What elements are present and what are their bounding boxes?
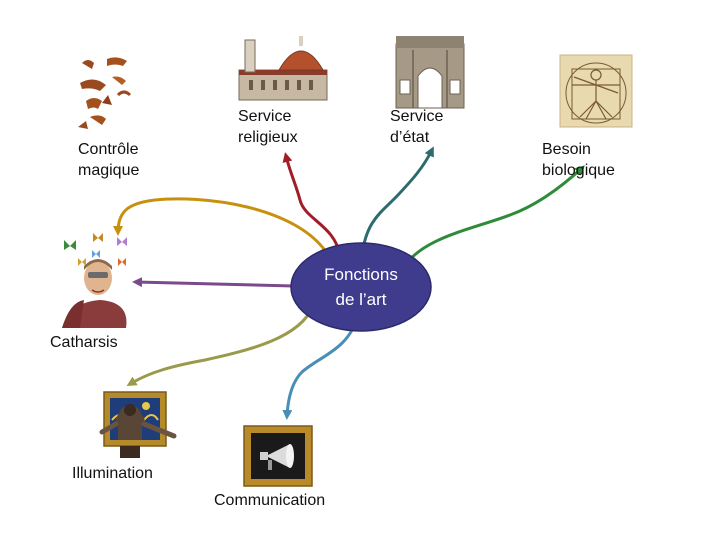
center-label-line1: Fonctions bbox=[324, 265, 398, 284]
label-communication: Communication bbox=[214, 492, 326, 509]
man-with-butterflies-icon bbox=[62, 233, 127, 328]
label-service-etat: Service d’état bbox=[390, 108, 444, 146]
connector-illumination bbox=[126, 305, 315, 387]
connector-communication bbox=[282, 315, 360, 420]
cave-painting-icon bbox=[78, 57, 132, 129]
center-label-line2: de l’art bbox=[335, 290, 386, 309]
connector-controle-magique bbox=[113, 197, 332, 259]
label-illumination: Illumination bbox=[72, 465, 153, 482]
framed-megaphone-icon bbox=[243, 425, 313, 487]
connector-service-religieux bbox=[282, 152, 342, 257]
label-besoin-biologique: Besoin biologique bbox=[542, 141, 615, 179]
cathedral-icon bbox=[238, 36, 328, 101]
triumphal-arch-icon bbox=[395, 36, 465, 109]
label-controle-magique: Contrôle magique bbox=[78, 141, 140, 179]
label-service-religieux: Service religieux bbox=[238, 108, 298, 146]
label-catharsis: Catharsis bbox=[50, 334, 118, 351]
connector-catharsis bbox=[132, 277, 295, 288]
vitruvian-man-icon bbox=[559, 54, 633, 128]
butterfly-icon bbox=[64, 233, 127, 266]
center-node: Fonctions de l’art bbox=[290, 242, 432, 332]
connector-besoin-biologique bbox=[400, 165, 585, 271]
framed-painting-viewer-icon bbox=[99, 391, 177, 458]
connector-service-etat bbox=[360, 146, 434, 257]
